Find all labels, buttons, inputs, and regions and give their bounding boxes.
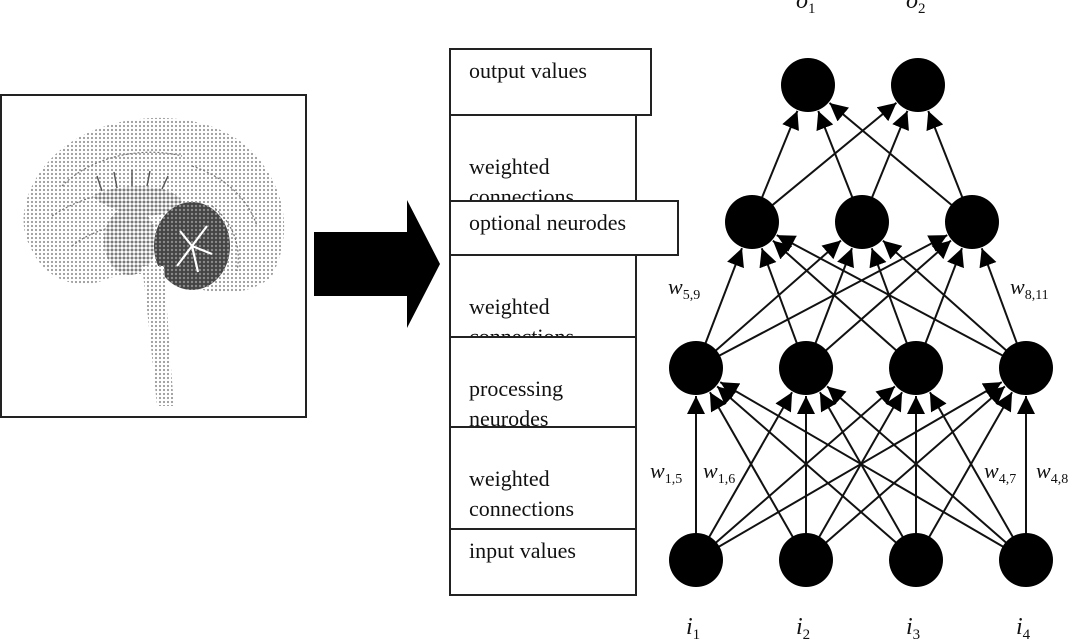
connection-input-3-to-processing-4 — [923, 391, 1013, 547]
labels: i1 i2 i3 i4 o1 o2 w1,5 w1,6 w4,7 w4,8 w5,9 w8,11 — [650, 0, 1068, 642]
weight-label-1-6: w1,6 — [703, 458, 735, 487]
processing-node-2 — [779, 341, 833, 395]
output-label-1: o1 — [796, 0, 816, 17]
input-node-1 — [669, 533, 723, 587]
processing-node-1 — [669, 341, 723, 395]
connection-input-2-to-processing-4 — [817, 385, 1006, 551]
connection-processing-3-to-optional-1 — [772, 239, 905, 358]
layer-weighted-connections-3: weighted connections — [449, 114, 637, 209]
connection-input-1-to-processing-3 — [707, 385, 896, 551]
optional-node-3 — [945, 195, 999, 249]
right-arrow-icon — [314, 200, 440, 328]
weight-label-1-5: w1,5 — [650, 458, 682, 487]
layer-label: weighted connections — [469, 154, 575, 209]
output-label-2: o2 — [906, 0, 926, 17]
connection-processing-4-to-optional-1 — [776, 234, 1013, 362]
connection-input-4-to-processing-3 — [929, 391, 1019, 547]
layer-label: input values — [469, 538, 576, 563]
edges — [687, 102, 1035, 553]
output-node-2 — [891, 58, 945, 112]
layer-label: optional neurodes — [469, 210, 627, 235]
input-label-4: i4 — [1016, 614, 1031, 642]
connection-optional-1-to-output-1 — [757, 110, 799, 208]
connection-input-1-to-processing-4 — [709, 381, 1003, 553]
layer-output-values: output values — [449, 48, 652, 116]
input-label-2: i2 — [796, 614, 810, 642]
connection-input-2-to-processing-1 — [709, 391, 799, 547]
connection-optional-3-to-output-1 — [828, 102, 961, 213]
connection-processing-4-to-optional-3 — [979, 247, 1022, 354]
output-node-1 — [781, 58, 835, 112]
connection-optional-2-to-output-2 — [867, 110, 909, 208]
connection-processing-2-to-optional-1 — [759, 247, 802, 354]
input-node-4 — [999, 533, 1053, 587]
input-label-3: i3 — [906, 614, 920, 642]
connection-processing-4-to-optional-2 — [882, 239, 1015, 358]
layer-weighted-connections-1: weighted connections — [449, 426, 637, 530]
nodes — [669, 58, 1053, 587]
connection-processing-2-to-optional-2 — [810, 247, 854, 354]
connection-input-2-to-processing-3 — [813, 391, 903, 547]
layer-input-values: input values — [449, 528, 637, 596]
weight-label-8-11: w8,11 — [1010, 274, 1049, 303]
input-label-1: i1 — [686, 614, 700, 642]
weight-label-5-9: w5,9 — [668, 274, 700, 303]
processing-node-3 — [889, 341, 943, 395]
connection-processing-2-to-optional-3 — [817, 239, 952, 359]
weight-label-4-7: w4,7 — [984, 458, 1016, 487]
processing-node-4 — [999, 341, 1053, 395]
connection-processing-1-to-optional-2 — [707, 239, 842, 359]
connection-input-3-to-processing-2 — [819, 391, 909, 547]
layer-label: output values — [469, 58, 587, 83]
layer-label: weighted connections — [469, 466, 575, 521]
connection-input-3-to-processing-1 — [716, 385, 905, 551]
brain-icon — [23, 117, 285, 406]
connection-processing-3-to-optional-3 — [920, 247, 964, 354]
connection-processing-1-to-optional-1 — [700, 247, 744, 354]
input-node-2 — [779, 533, 833, 587]
connection-optional-2-to-output-1 — [816, 110, 857, 208]
connection-processing-1-to-optional-3 — [709, 234, 948, 362]
connection-optional-3-to-output-2 — [926, 110, 967, 208]
layer-processing-neurodes: processing neurodes — [449, 336, 637, 431]
optional-node-1 — [725, 195, 779, 249]
connection-optional-1-to-output-2 — [763, 102, 898, 213]
connection-processing-3-to-optional-2 — [869, 247, 912, 354]
connection-input-1-to-processing-2 — [703, 391, 793, 547]
input-node-3 — [889, 533, 943, 587]
weight-label-4-8: w4,8 — [1036, 458, 1068, 487]
optional-node-2 — [835, 195, 889, 249]
connection-input-4-to-processing-1 — [719, 381, 1013, 553]
brain-panel — [0, 94, 307, 418]
connection-input-4-to-processing-2 — [826, 385, 1015, 551]
layer-optional-neurodes: optional neurodes — [449, 200, 679, 256]
